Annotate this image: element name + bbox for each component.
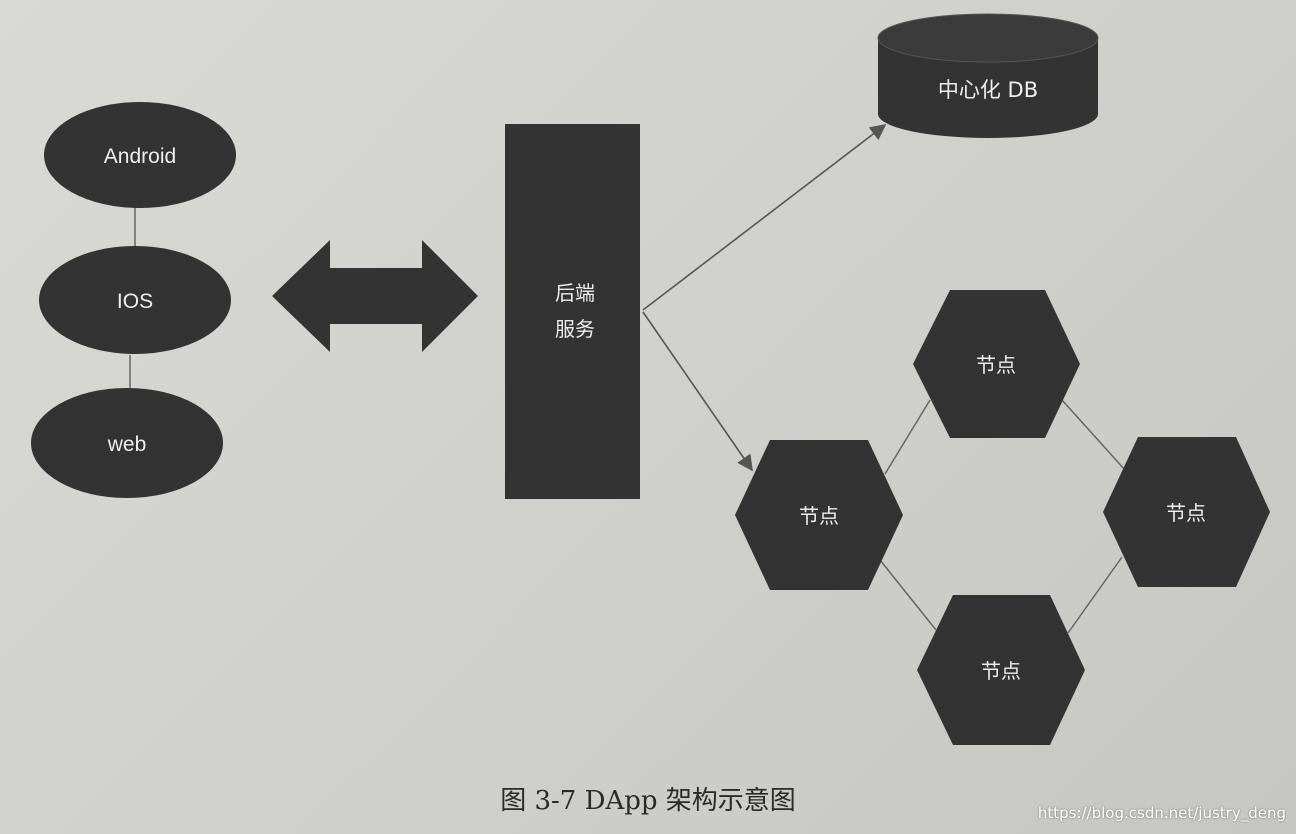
bidirectional-arrow — [272, 240, 478, 352]
centralized-database: 中心化 DB — [877, 13, 1099, 138]
node-left: 节点 — [735, 440, 903, 590]
database-body — [878, 38, 1098, 138]
figure-caption: 图 3-7 DApp 架构示意图 — [500, 786, 796, 816]
node-left-shape — [735, 440, 903, 590]
backend-service: 后端 服务 — [505, 124, 640, 499]
client-web: web — [31, 388, 223, 498]
node-top-label: 节点 — [976, 353, 1016, 377]
node-right-label: 节点 — [1166, 501, 1206, 525]
node-bottom-label: 节点 — [981, 659, 1021, 683]
client-ios-label: IOS — [117, 290, 153, 313]
node-left-label: 节点 — [799, 504, 839, 528]
node-bottom-shape — [917, 595, 1085, 745]
client-android-label: Android — [104, 145, 176, 168]
node-right-shape — [1103, 437, 1270, 587]
database-top — [877, 13, 1099, 63]
client-web-label: web — [107, 433, 147, 456]
backend-label-line1: 后端 — [555, 281, 595, 305]
database-label: 中心化 DB — [938, 78, 1038, 102]
node-bottom: 节点 — [917, 595, 1085, 745]
node-right: 节点 — [1103, 437, 1270, 587]
node-link-left-top — [884, 399, 931, 475]
client-android-shape — [44, 102, 236, 208]
backend-to-db-arrow — [642, 124, 887, 311]
watermark: https://blog.csdn.net/justry_deng — [1037, 804, 1286, 822]
backend-label-line2: 服务 — [555, 317, 595, 341]
client-android: Android — [44, 102, 236, 208]
node-top: 节点 — [913, 290, 1080, 438]
client-ios-shape — [39, 246, 231, 354]
node-top-shape — [913, 290, 1080, 438]
backend-service-shape — [505, 124, 640, 499]
node-link-top-right — [1061, 399, 1126, 471]
node-link-right-bottom — [1067, 556, 1123, 634]
node-link-bottom-left — [879, 559, 937, 631]
backend-to-node-arrow — [642, 311, 753, 472]
client-web-shape — [31, 388, 223, 498]
client-ios: IOS — [39, 246, 231, 354]
